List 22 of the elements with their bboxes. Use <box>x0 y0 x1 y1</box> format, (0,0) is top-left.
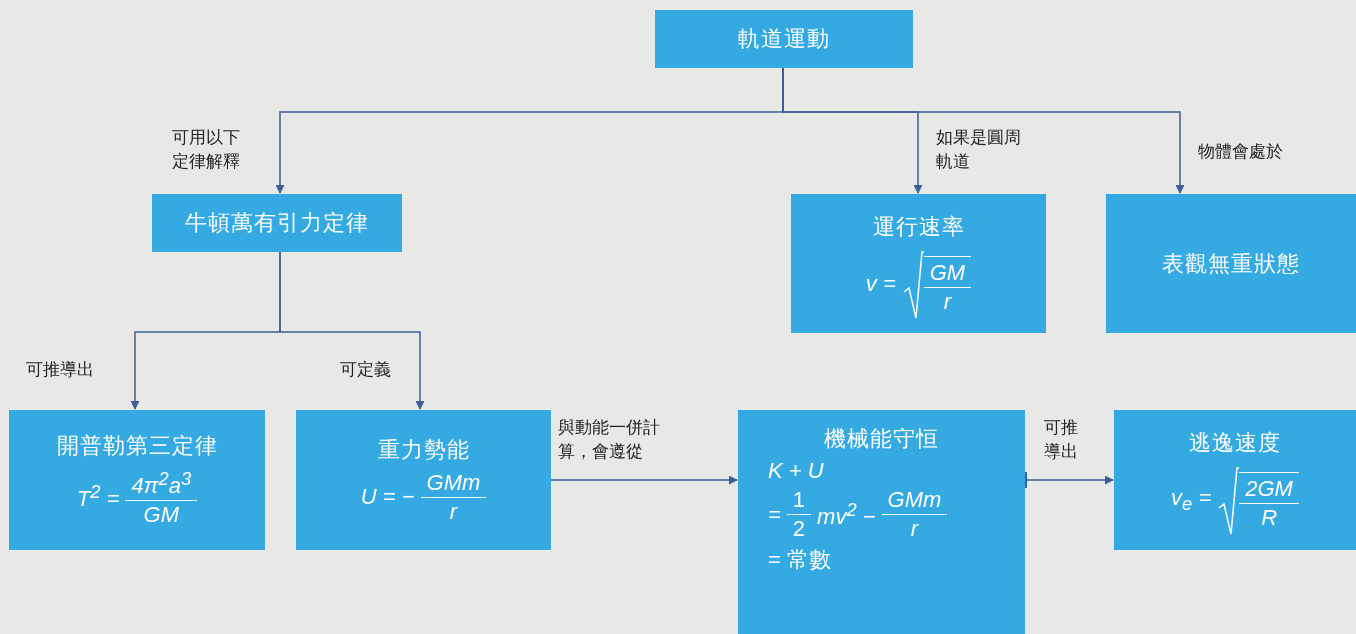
process-box <box>738 410 1025 634</box>
formula: v = GM r <box>865 251 972 316</box>
box-title: 機械能守恒 <box>824 425 939 453</box>
connector-arrow <box>279 251 425 410</box>
process-box <box>296 410 551 550</box>
box-title: 軌道運動 <box>738 25 830 53</box>
box-title: 開普勒第三定律 <box>56 431 218 460</box>
box-title: 逃逸速度 <box>1189 429 1281 457</box>
box-title: 運行速率 <box>872 212 965 241</box>
formula: T$^{2}$ = 4π$^{2}$a$^{3}$ GM <box>76 464 198 530</box>
connector-arrow <box>550 475 738 485</box>
box-title: 牛頓萬有引力定律 <box>185 209 369 237</box>
process-box <box>655 10 913 68</box>
process-box <box>1114 410 1356 550</box>
box-title: 表觀無重狀態 <box>1162 249 1300 278</box>
connector-arrow <box>782 67 1185 194</box>
process-box <box>152 194 402 252</box>
formula: v$_{e}$ = 2GM R <box>1171 468 1299 532</box>
process-box <box>791 194 1046 333</box>
box-title: 重力勢能 <box>377 435 470 464</box>
process-box <box>1106 194 1356 333</box>
process-box <box>9 410 265 550</box>
